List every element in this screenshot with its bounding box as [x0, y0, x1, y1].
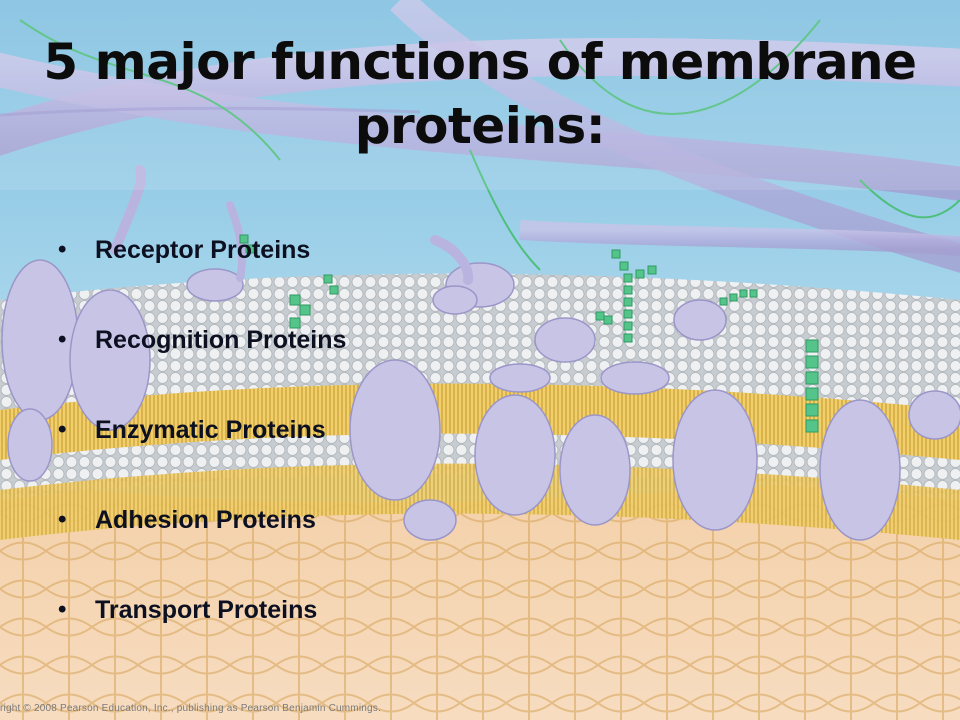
bullet-text: Enzymatic Proteins	[95, 416, 326, 444]
bullet-dot-icon: •	[58, 596, 67, 623]
bullet-dot-icon: •	[58, 236, 67, 263]
bullet-item: • Receptor Proteins	[55, 222, 346, 312]
bullet-dot-icon: •	[58, 416, 67, 443]
bullet-list: • Receptor Proteins • Recognition Protei…	[55, 222, 346, 672]
copyright-credit: right © 2008 Pearson Education, Inc., pu…	[0, 703, 381, 714]
bullet-item: • Transport Proteins	[55, 582, 346, 672]
bullet-text: Adhesion Proteins	[95, 506, 316, 534]
bullet-text: Transport Proteins	[95, 596, 318, 624]
bullet-item: • Recognition Proteins	[55, 312, 346, 402]
bullet-item: • Enzymatic Proteins	[55, 402, 346, 492]
slide-title: 5 major functions of membrane proteins:	[43, 33, 917, 155]
bullet-dot-icon: •	[58, 326, 67, 353]
bullet-text: Receptor Proteins	[95, 236, 311, 264]
bullet-dot-icon: •	[58, 506, 67, 533]
bullet-item: • Adhesion Proteins	[55, 492, 346, 582]
bullet-text: Recognition Proteins	[95, 326, 347, 354]
